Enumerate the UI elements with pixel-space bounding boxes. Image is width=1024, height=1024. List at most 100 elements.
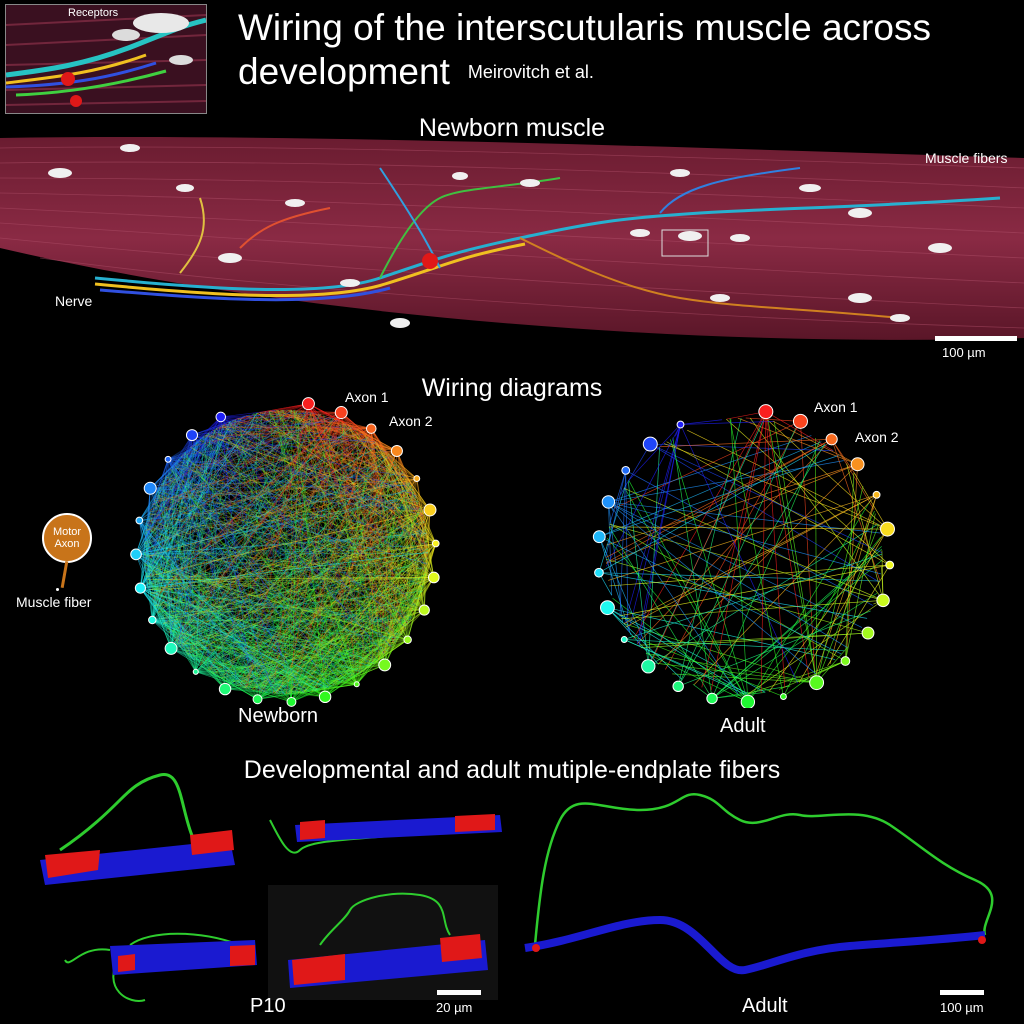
wiring-edge [166,416,222,476]
wiring-edge [148,412,342,518]
wiring-edge [729,418,784,697]
wiring-edge [748,600,884,695]
wiring-edge [375,441,437,544]
wiring-edge [416,478,428,538]
adult-scale-bar [940,990,984,995]
wiring-edge [167,459,412,619]
wiring-edge [606,463,858,546]
wiring-edge [145,529,197,672]
wiring-edge [144,564,172,649]
wiring-edge [291,410,299,702]
wiring-edge [170,417,334,649]
adult-axon1-label: Axon 1 [814,399,858,415]
wiring-edge [311,509,431,692]
wiring-edge [257,551,429,700]
wiring-edge [205,434,431,511]
wiring-edge [324,554,429,698]
wiring-edge [299,609,425,694]
wiring-edge [153,602,172,649]
wiring-edge [140,587,305,694]
wiring-edge [332,478,418,687]
axon-node [876,593,890,608]
wiring-edge [220,416,417,497]
wiring-edge [172,412,342,638]
wiring-edge [144,536,292,703]
wiring-edge [291,491,415,703]
wiring-edge [291,528,427,703]
wiring-edge [139,520,193,660]
wiring-edge [176,460,292,703]
wiring-edge [146,525,425,611]
wiring-edge [324,463,398,697]
wiring-edge [308,403,325,689]
wiring-edge [168,458,413,488]
wiring-edge [199,412,342,665]
wiring-edge [403,473,431,511]
wiring-edge [151,410,271,621]
wiring-edge [406,477,408,640]
wiring-edge [170,435,193,636]
wiring-edge [135,554,161,619]
wiring-edge [223,679,326,698]
wiring-edge [135,411,267,555]
wiring-edge [144,478,417,543]
wiring-edge [263,428,372,693]
wiring-edge [333,417,437,544]
wiring-edge [396,450,417,497]
legend-node-label: Motor Axon [52,526,82,550]
wiring-edge [225,682,341,690]
wiring-edge [152,619,388,652]
wiring-edge [170,411,307,649]
wiring-edge [143,553,258,700]
wiring-edge [152,529,427,621]
p10-scale-label: 20 µm [436,1000,473,1015]
wiring-edge [308,403,426,527]
wiring-edge [135,474,168,555]
wiring-edge [259,412,292,702]
wiring-edge [170,429,216,649]
wiring-edge [252,413,358,685]
wiring-edge [341,412,377,443]
wiring-edge [356,631,404,685]
wiring-edge [146,488,151,581]
wiring-edge [152,428,372,505]
wiring-edge [370,428,383,657]
wiring-edge [257,510,423,700]
wiring-edge [149,488,318,691]
wiring-edge [370,428,418,499]
wiring-edge [152,451,387,621]
wiring-edge [191,434,376,442]
wiring-edge [378,450,398,660]
wiring-edge [297,450,398,694]
wiring-edge [768,528,888,692]
wiring-edge [146,435,193,581]
wiring-edge [339,420,431,511]
wiring-edge [226,412,342,424]
wiring-edge [209,428,372,433]
wiring-edge [829,494,877,665]
wiring-edge [608,435,812,503]
wiring-edge [139,520,234,685]
wiring-edge [195,410,298,672]
wiring-edge [324,499,419,697]
wiring-edge [149,487,372,666]
wiring-edge [152,561,428,621]
wiring-edge [370,428,425,518]
wiring-edge [609,564,890,587]
wiring-edge [181,647,258,700]
wiring-edge [167,458,424,588]
wiring-edge [308,403,423,511]
wiring-edge [235,412,342,420]
wiring-edge [152,503,434,578]
wiring-edge [139,520,264,693]
wiring-edge [168,433,365,460]
wiring-edge [257,448,385,700]
wiring-edge [171,434,193,468]
wiring-edge [368,436,418,479]
wiring-edge [135,554,194,660]
wiring-edge [135,418,237,555]
wiring-edge [208,432,258,700]
wiring-edge [143,557,197,672]
wiring-edge [258,412,372,429]
wiring-edge [150,487,427,534]
